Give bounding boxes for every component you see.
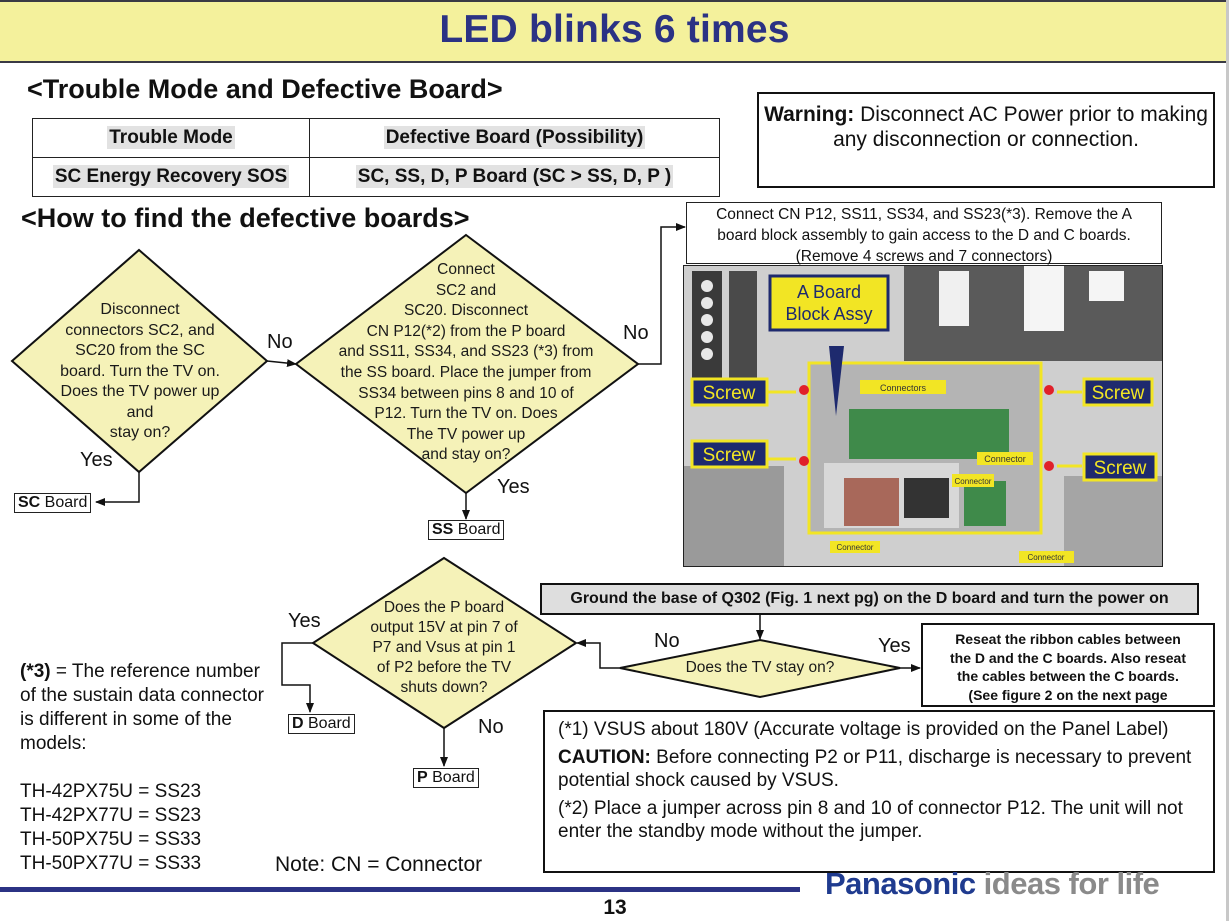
model-item: TH-50PX75U = SS33 [20, 829, 202, 850]
d-board-result: D Board [288, 714, 355, 734]
arrow-d2-no [638, 223, 686, 365]
decision-2-text: Connect SC2 and SC20. Disconnect CN P12(… [338, 261, 594, 464]
trouble-mode-table: Trouble Mode Defective Board (Possibilit… [32, 118, 720, 197]
table-header-cell: Trouble Mode [32, 118, 310, 158]
notes-box: (*1) VSUS about 180V (Accurate voltage i… [543, 710, 1215, 873]
note-jumper: (*2) Place a jumper across pin 8 and 10 … [558, 798, 1183, 842]
model-item: TH-42PX77U = SS23 [20, 805, 202, 826]
reference-note: (*3) = The reference number of the susta… [20, 660, 280, 876]
table-cell: SC Energy Recovery SOS [32, 157, 310, 197]
warning-text: Disconnect AC Power prior to making any … [833, 103, 1208, 151]
table-header-cell: Defective Board (Possibility) [309, 118, 720, 158]
note-vsus: (*1) VSUS about 180V (Accurate voltage i… [558, 719, 1169, 740]
ground-step-box: Ground the base of Q302 (Fig. 1 next pg)… [540, 583, 1199, 615]
decision-4-text: Does the P board output 15V at pin 7 of … [370, 599, 518, 696]
screw-label: Screw [1092, 383, 1145, 404]
arrow-d4-yes [281, 642, 314, 713]
decision-3-yes-label: Yes [878, 635, 911, 657]
arrow-d1-yes [95, 472, 140, 506]
decision-4-no-label: No [478, 716, 504, 738]
arrow-d3-no [576, 639, 620, 669]
decision-diamond-3 [619, 638, 901, 699]
footer-rule [0, 887, 800, 892]
screw-marker [1044, 461, 1054, 471]
screw-marker [1044, 385, 1054, 395]
model-item: TH-50PX77U = SS33 [20, 853, 202, 874]
warning-box: Warning: Disconnect AC Power prior to ma… [757, 92, 1215, 188]
table-cell: SC, SS, D, P Board (SC > SS, D, P ) [309, 157, 720, 197]
connect-step-box: Connect CN P12, SS11, SS34, and SS23(*3)… [686, 202, 1162, 265]
model-item: TH-42PX75U = SS23 [20, 781, 202, 802]
arrow-d1-no [266, 359, 297, 368]
screw-label: Screw [703, 445, 756, 466]
decision-2-yes-label: Yes [497, 476, 530, 498]
cn-note: Note: CN = Connector [275, 853, 483, 876]
title-bar [0, 0, 1229, 63]
howto-heading: <How to find the defective boards> [21, 203, 470, 233]
connectors-label: Connectors [880, 383, 927, 393]
reseat-step-box: Reseat the ribbon cables between the D a… [921, 623, 1215, 707]
photo-illustration: A Board Block Assy Screw Screw Screw Scr… [684, 266, 1162, 566]
board-assembly-photo: A Board Block Assy Screw Screw Screw Scr… [683, 265, 1163, 567]
decision-4-yes-label: Yes [288, 610, 321, 632]
decision-1-yes-label: Yes [80, 449, 113, 471]
decision-1-text: Disconnect connectors SC2, and SC20 from… [60, 301, 220, 441]
connector-label: Connector [955, 477, 992, 486]
decision-3-no-label: No [654, 630, 680, 652]
connector-label: Connector [984, 454, 1026, 464]
warning-label: Warning: [764, 103, 855, 126]
brand-logo: Panasonic ideas for life [825, 866, 1160, 901]
sc-board-result: SC Board [14, 493, 92, 513]
callout-line-1: A Board [797, 282, 861, 302]
connector-label: Connector [1028, 553, 1065, 562]
trouble-mode-heading: <Trouble Mode and Defective Board> [27, 74, 503, 104]
p-board-result: P Board [413, 768, 479, 788]
decision-1-no-label: No [267, 331, 293, 353]
screw-marker [799, 456, 809, 466]
ss-board-result: SS Board [428, 520, 505, 540]
connector-label: Connector [837, 543, 874, 552]
screw-marker [799, 385, 809, 395]
table-header-row: Trouble Mode Defective Board (Possibilit… [32, 118, 720, 158]
page-title: LED blinks 6 times [439, 8, 790, 51]
screw-label: Screw [1094, 458, 1147, 479]
decision-3-text: Does the TV stay on? [685, 659, 835, 676]
page-edge [1226, 0, 1229, 921]
table-row: SC Energy Recovery SOS SC, SS, D, P Boar… [32, 157, 720, 197]
page-number: 13 [603, 896, 627, 919]
screw-label: Screw [703, 383, 756, 404]
callout-line-2: Block Assy [785, 304, 872, 324]
decision-2-no-label: No [623, 322, 649, 344]
reference-description: (*3) = The reference number of the susta… [20, 661, 264, 754]
caution-note: CAUTION: Before connecting P2 or P11, di… [558, 747, 1192, 791]
